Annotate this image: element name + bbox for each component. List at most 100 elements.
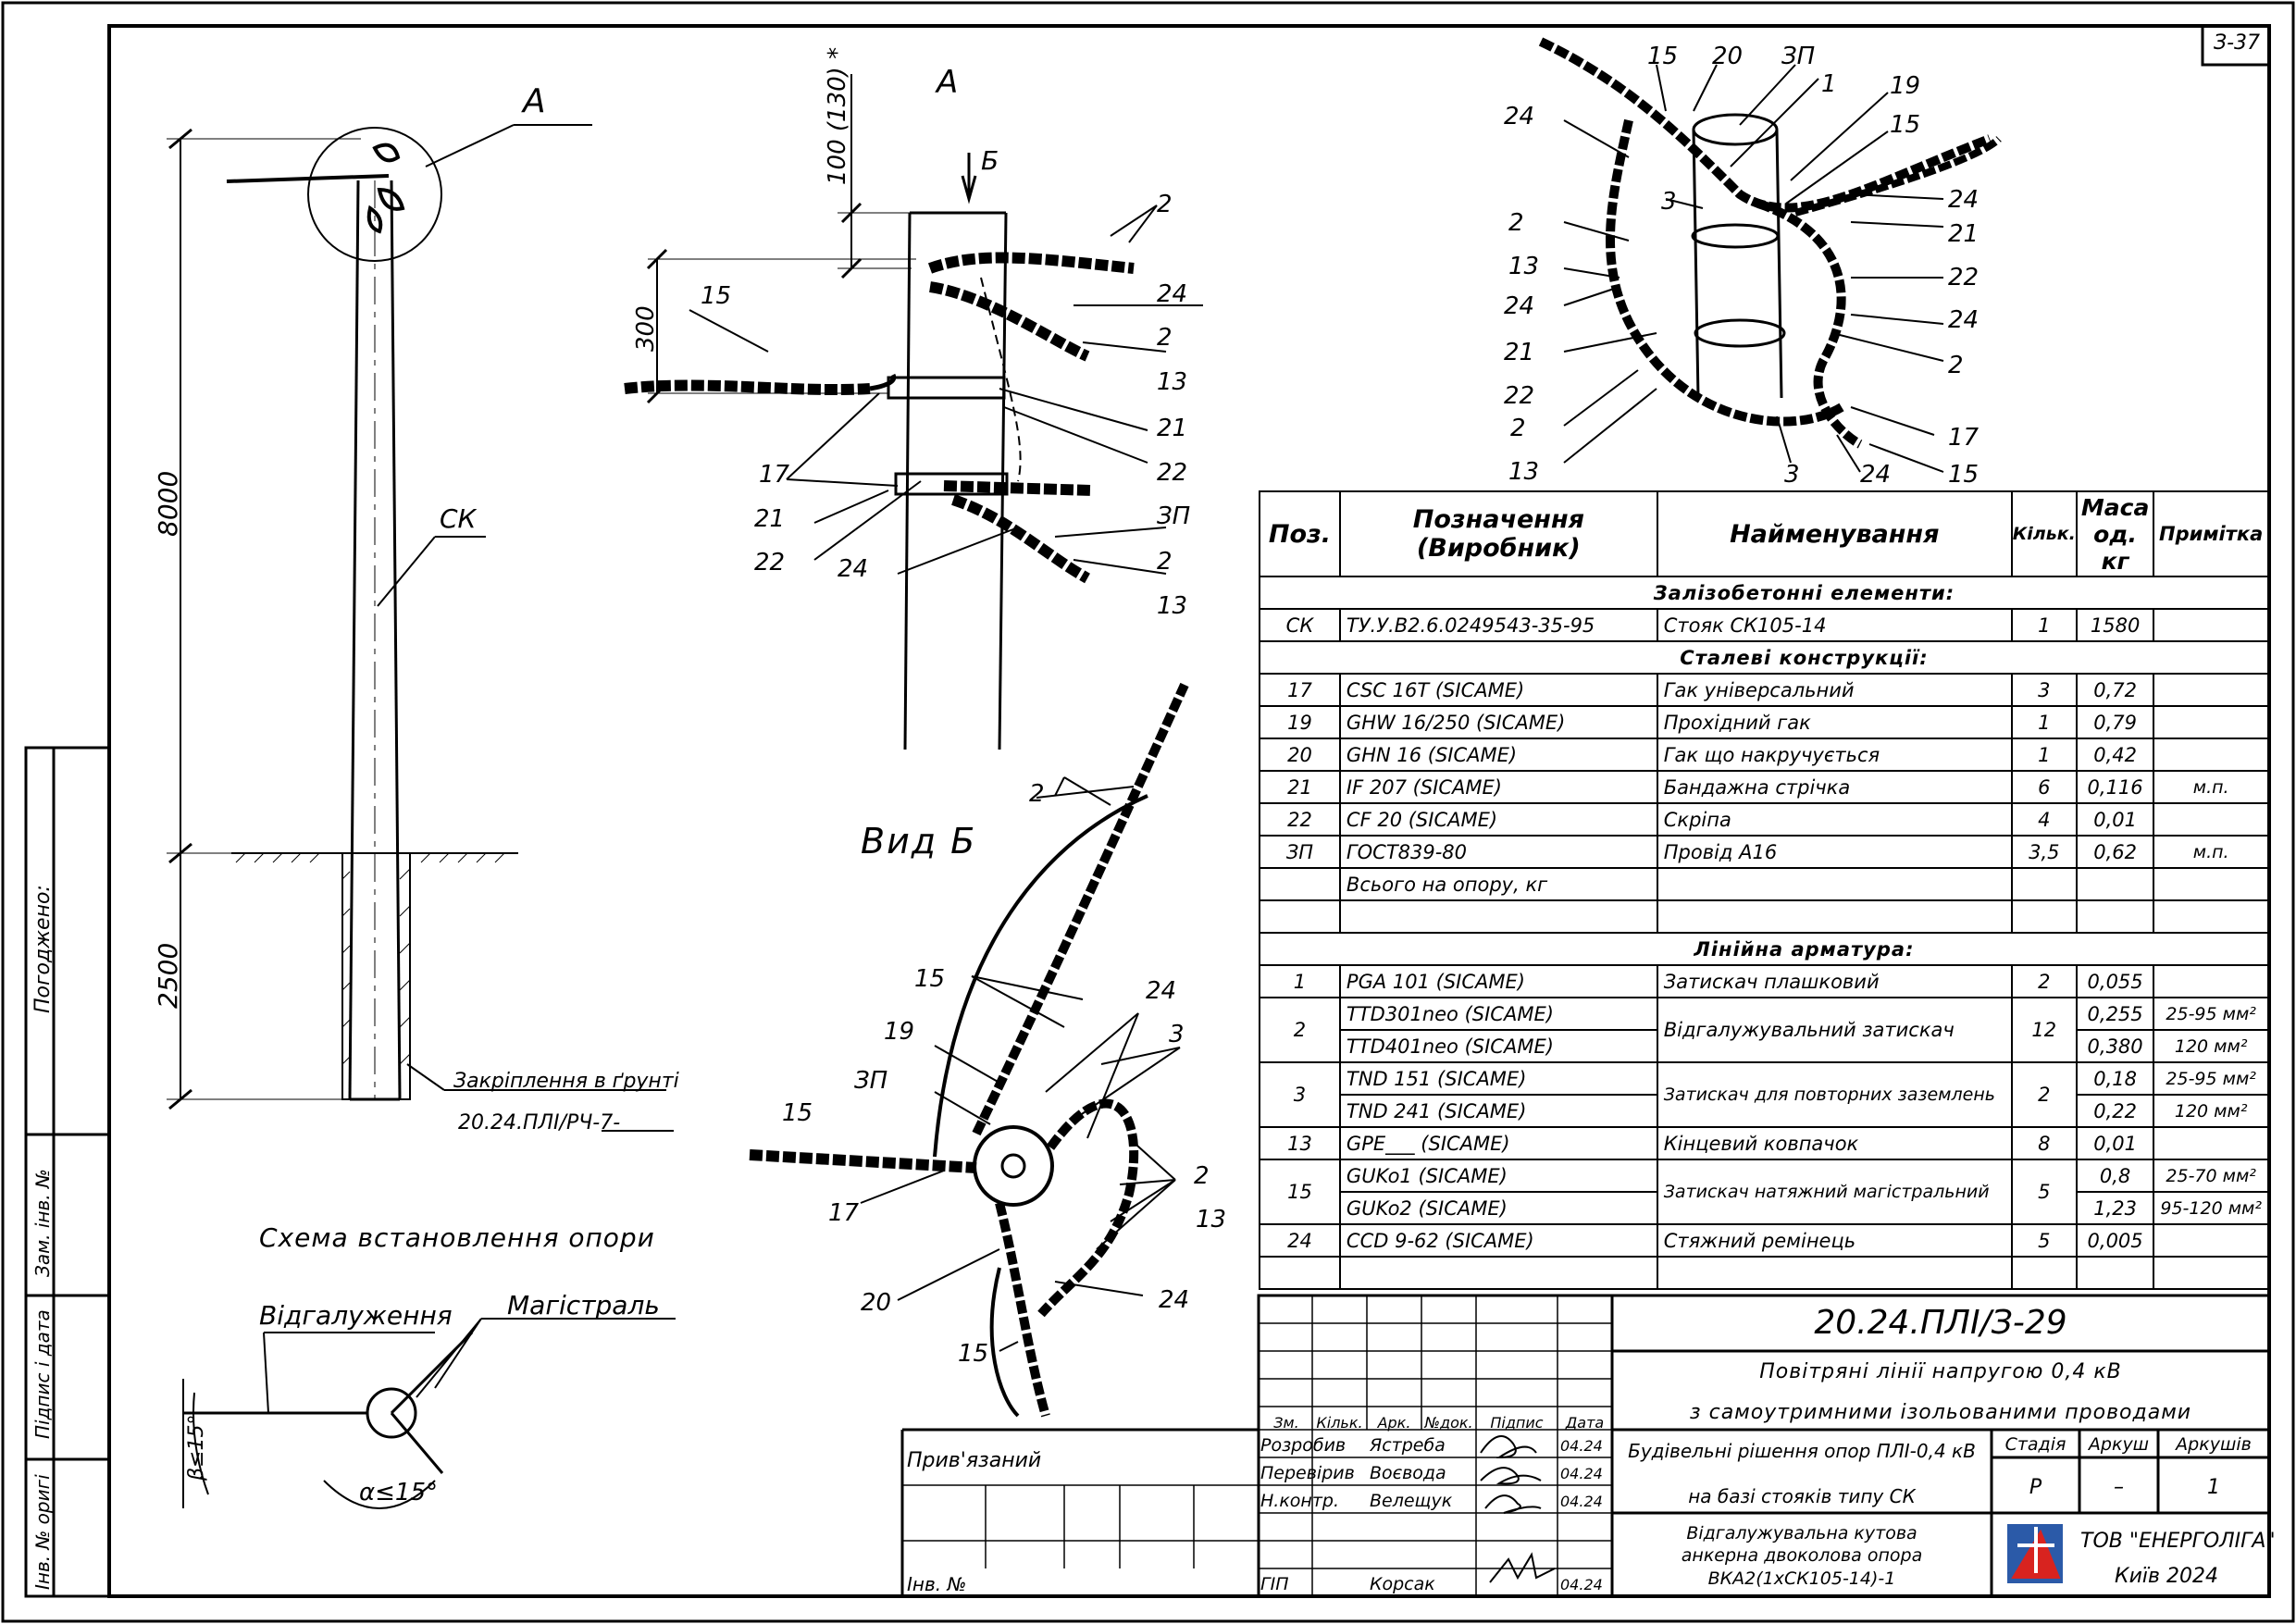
signatures (1480, 1435, 1556, 1583)
view-b-label-17: 17 (828, 1199, 860, 1227)
view-b-label-zp: ЗП (854, 1067, 888, 1095)
view-a-label-15: 15 (701, 282, 732, 310)
cell-note (2153, 608, 2269, 642)
view-iso-lines (1538, 37, 2002, 473)
city-year: Київ 2024 (2115, 1565, 2218, 1588)
date-checker: 04.24 (1560, 1465, 1603, 1482)
cell-qty: 5 (2010, 1223, 2078, 1258)
cell-pos: 1 (1259, 964, 1341, 998)
cell-qty: 3,5 (2010, 835, 2078, 869)
beta-angle: β≤15° (185, 1414, 208, 1481)
cell-mass: 0,22 (2075, 1094, 2155, 1128)
view-b-label-3: 3 (1169, 1021, 1185, 1048)
cell-note: 25-70 мм² (2153, 1159, 2269, 1193)
header-designation: Позначення (Виробник) (1338, 490, 1658, 577)
iso-label-22b: 22 (1948, 264, 1980, 291)
dim-300: 300 (632, 305, 660, 352)
project-line-1: Повітряні лінії напругою 0,4 кВ (1759, 1360, 2122, 1383)
cell-name: Затискач натяжний магістральний (1656, 1159, 2013, 1225)
document-code: 20.24.ПЛІ/З-29 (1814, 1304, 2067, 1342)
cell-name: Провід А16 (1656, 835, 2013, 869)
view-a-label-22b: 22 (754, 549, 786, 576)
role-checker: Перевірив (1260, 1463, 1355, 1483)
cell-mass: 0,116 (2075, 770, 2155, 804)
sheet-desc-line-1: Відгалужувальна кутова (1686, 1523, 1917, 1543)
view-a-label-22: 22 (1157, 459, 1188, 487)
table-row (1259, 899, 2269, 934)
view-a-label-13: 13 (1157, 368, 1188, 396)
signature-date-label: Підпис і дата (31, 1309, 54, 1439)
view-b-label-13: 13 (1196, 1206, 1227, 1233)
cell-designation: TTD301neo (SICAME) (1338, 997, 1658, 1031)
cell-note (2153, 705, 2269, 739)
name-checker: Воєвода (1370, 1463, 1446, 1483)
specification-table: Поз. Позначення (Виробник) Найменування … (1259, 490, 2269, 1290)
col-header-date: Дата (1565, 1414, 1605, 1432)
view-a-label-21: 21 (1157, 415, 1188, 442)
view-b-label-15: 15 (914, 965, 946, 993)
view-a-label-2c: 2 (1157, 548, 1173, 576)
section-fittings: Лінійна арматура: (1339, 932, 2268, 966)
cell-pos: 2 (1259, 997, 1341, 1063)
cell-designation: CF 20 (SICAME) (1338, 802, 1658, 837)
cell-mass: 0,380 (2075, 1029, 2155, 1063)
view-a-label-13b: 13 (1157, 592, 1188, 620)
cell-mass: 0,8 (2075, 1159, 2155, 1193)
replace-inv-label: Зам. інв. № (31, 1169, 54, 1277)
date-developer: 04.24 (1560, 1437, 1603, 1455)
cell-designation: GPE___ (SICAME) (1338, 1126, 1658, 1160)
cell-note: 25-95 мм² (2153, 1061, 2269, 1096)
table-header-row: Поз. Позначення (Виробник) Найменування … (1259, 490, 2269, 577)
cell-designation: CSC 16T (SICAME) (1338, 673, 1658, 707)
company-logo (2007, 1524, 2063, 1583)
iso-label-2b: 2 (1510, 415, 1526, 442)
scheme-caption: Схема встановлення опори (259, 1222, 655, 1253)
iso-label-2: 2 (1508, 209, 1524, 237)
cell-pos: ЗП (1259, 835, 1341, 869)
cell-designation: GHN 16 (SICAME) (1338, 738, 1658, 772)
doc-line-1: Будівельні рішення опор ПЛІ-0,4 кВ (1628, 1440, 1976, 1462)
cell-designation: CCD 9-62 (SICAME) (1338, 1223, 1658, 1258)
bound-label: Прив'язаний (907, 1449, 1042, 1472)
iso-label-15c: 15 (1948, 461, 1980, 489)
cell-note: 120 мм² (2153, 1029, 2269, 1063)
cell-note: м.п. (2153, 835, 2269, 869)
cell-qty: 12 (2010, 997, 2078, 1063)
cell-qty: 2 (2010, 1061, 2078, 1128)
iso-label-zp: ЗП (1781, 43, 1816, 70)
cell-mass: 0,01 (2075, 802, 2155, 837)
table-row: 21 IF 207 (SICAME) Бандажна стрічка 6 0,… (1259, 770, 2269, 804)
section-row: Лінійна арматура: (1259, 932, 2268, 966)
cell-mass: 0,79 (2075, 705, 2155, 739)
col-header-doc: №док. (1424, 1414, 1473, 1432)
view-a-label-17: 17 (759, 461, 790, 489)
view-b-label-20: 20 (861, 1289, 892, 1317)
cell-name: Кінцевий ковпачок (1656, 1126, 2013, 1160)
view-b-label-19: 19 (884, 1018, 915, 1046)
cell-name: Прохідний гак (1656, 705, 2013, 739)
iso-label-13b: 13 (1508, 458, 1540, 486)
cell-name: Затискач для повторних заземлень (1656, 1061, 2013, 1128)
header-pos: Поз. (1259, 490, 1341, 577)
pole-scheme-lines (167, 124, 674, 1132)
cell-qty: 1 (2010, 608, 2078, 642)
role-gip: ГІП (1260, 1574, 1289, 1594)
cell-qty: 1 (2010, 738, 2078, 772)
cell-mass: 1,23 (2075, 1191, 2155, 1225)
name-norm-control: Велещук (1370, 1491, 1453, 1511)
cell-mass: 1580 (2075, 608, 2155, 642)
cell-mass: 0,18 (2075, 1061, 2155, 1096)
inv-orig-label: Інв. № оригі (31, 1474, 54, 1590)
cell-pos: 24 (1259, 1223, 1341, 1258)
dim-height: 8000 (153, 470, 183, 537)
iso-label-1: 1 (1821, 70, 1837, 98)
section-row: Залізобетонні елементи: (1259, 576, 2268, 610)
